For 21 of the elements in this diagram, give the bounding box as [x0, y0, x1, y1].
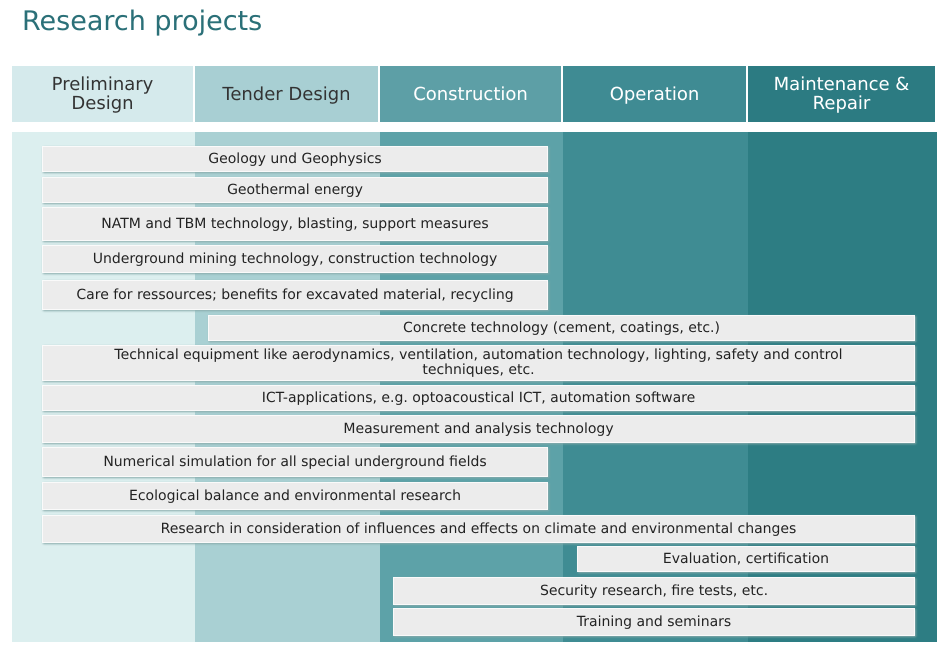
project-bar: Security research, fire tests, etc. — [393, 577, 915, 605]
project-bar: Measurement and analysis technology — [42, 415, 915, 443]
project-bar: Underground mining technology, construction technology — [42, 245, 548, 273]
project-bar: Geology und Geophysics — [42, 146, 548, 172]
title: Research projects — [22, 6, 262, 37]
project-bar: ICT-applications, e.g. optoacoustical ICT, automation software — [42, 385, 915, 411]
phase-header: Construction — [380, 66, 561, 122]
project-bar: Training and seminars — [393, 608, 915, 636]
project-bar: Technical equipment like aerodynamics, ventilation, automation technology, lighting, safety and control techniques, etc. — [42, 345, 915, 381]
project-bar: Concrete technology (cement, coatings, etc.) — [208, 315, 915, 341]
project-bar: NATM and TBM technology, blasting, support measures — [42, 207, 548, 241]
phase-header: Operation — [563, 66, 746, 122]
project-bar: Research in consideration of influences and effects on climate and environmental changes — [42, 515, 915, 543]
project-bar: Care for ressources; benefits for excavated material, recycling — [42, 280, 548, 310]
phase-header: Preliminary Design — [12, 66, 193, 122]
project-bar: Evaluation, certification — [577, 546, 915, 572]
project-bar: Numerical simulation for all special underground fields — [42, 447, 548, 477]
project-bar: Ecological balance and environmental research — [42, 482, 548, 510]
phase-header: Tender Design — [195, 66, 378, 122]
phase-header: Maintenance & Repair — [748, 66, 935, 122]
project-bar: Geothermal energy — [42, 177, 548, 203]
